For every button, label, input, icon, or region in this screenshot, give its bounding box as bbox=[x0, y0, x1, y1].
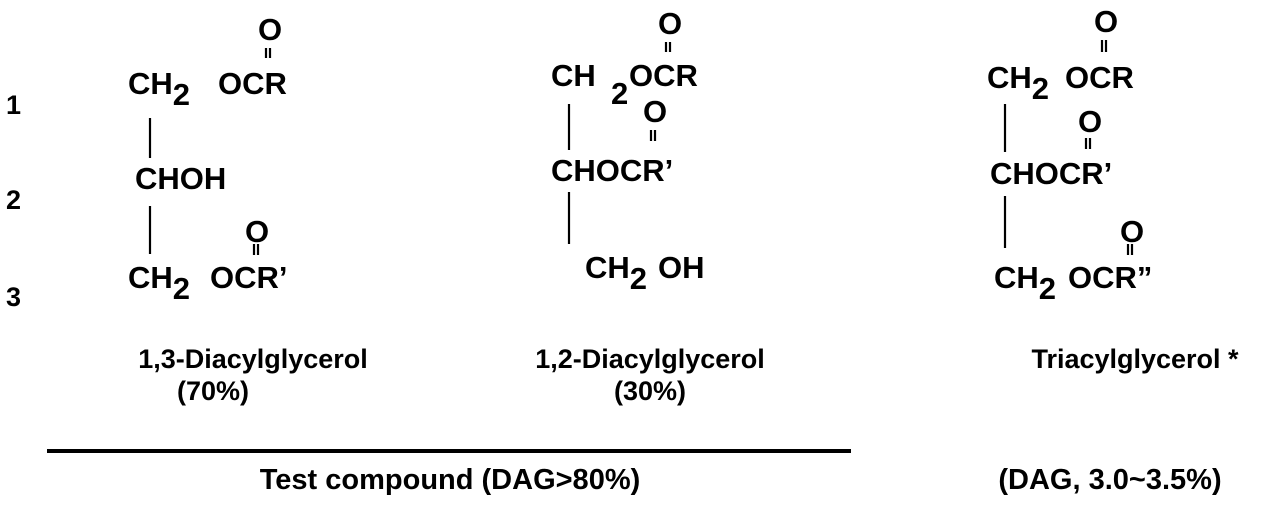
row-number-3: 3 bbox=[6, 282, 22, 312]
ch-label: CH bbox=[994, 260, 1039, 295]
dag13-c2-chcoh: CHOH bbox=[135, 161, 227, 196]
dag12-share: (30%) bbox=[613, 376, 687, 406]
subscript-two: 2 bbox=[1031, 70, 1050, 106]
tag-c2-chester: CHOCR’ bbox=[990, 156, 1113, 191]
dag13-c1-ester: OCR bbox=[218, 66, 287, 101]
tag-c1-ch2: CH2 bbox=[987, 60, 1049, 104]
dag12-name: 1,2-Diacylglycerol bbox=[535, 344, 765, 374]
subscript-two: 2 bbox=[1038, 270, 1057, 306]
dag13-c3-ch2: CH2 bbox=[128, 260, 190, 304]
dag13-c1-oxygen: O bbox=[258, 12, 283, 47]
row-number-1: 1 bbox=[6, 90, 22, 120]
test-compound-label: Test compound (DAG>80%) bbox=[259, 464, 641, 496]
dag12-c2-oxygen: O bbox=[643, 94, 668, 129]
dag13-c3-oxygen: O bbox=[245, 214, 270, 249]
dag12-c3-oh: OH bbox=[658, 250, 705, 285]
tag-c2-oxygen: O bbox=[1078, 104, 1103, 139]
dag12-c1-ester: OCR bbox=[629, 58, 698, 93]
tag-name: Triacylglycerol * bbox=[1031, 344, 1239, 374]
tag-c1-ester: OCR bbox=[1065, 60, 1134, 95]
tag-c3-oxygen: O bbox=[1120, 214, 1145, 249]
dag12-c2-chester: CHOCR’ bbox=[551, 153, 674, 188]
dag13-c1-ch2: CH2 bbox=[128, 66, 190, 110]
ch-label: CH bbox=[987, 60, 1032, 95]
row-number-2: 2 bbox=[6, 185, 22, 215]
dag13-name: 1,3-Diacylglycerol bbox=[138, 344, 368, 374]
dag12-c1-oxygen: O bbox=[658, 6, 683, 41]
ch-label: CH bbox=[585, 250, 630, 285]
tag-c3-ester: OCR” bbox=[1068, 260, 1153, 295]
subscript-two: 2 bbox=[172, 270, 191, 306]
ch-label: CH bbox=[128, 260, 173, 295]
ch-label: CH bbox=[128, 66, 173, 101]
dag12-c3-ch2: CH2 bbox=[585, 250, 647, 294]
dag13-share: (70%) bbox=[176, 376, 250, 406]
tag-c3-ch2: CH2 bbox=[994, 260, 1056, 304]
reference-note: (DAG, 3.0~3.5%) bbox=[998, 464, 1222, 496]
dag13-c3-ester: OCR’ bbox=[210, 260, 288, 295]
subscript-two: 2 bbox=[629, 260, 648, 296]
dag12-c1-ch: CH bbox=[551, 58, 596, 93]
tag-c1-oxygen: O bbox=[1094, 4, 1119, 39]
dag12-c1-two: 2 bbox=[611, 76, 629, 111]
subscript-two: 2 bbox=[172, 76, 191, 112]
